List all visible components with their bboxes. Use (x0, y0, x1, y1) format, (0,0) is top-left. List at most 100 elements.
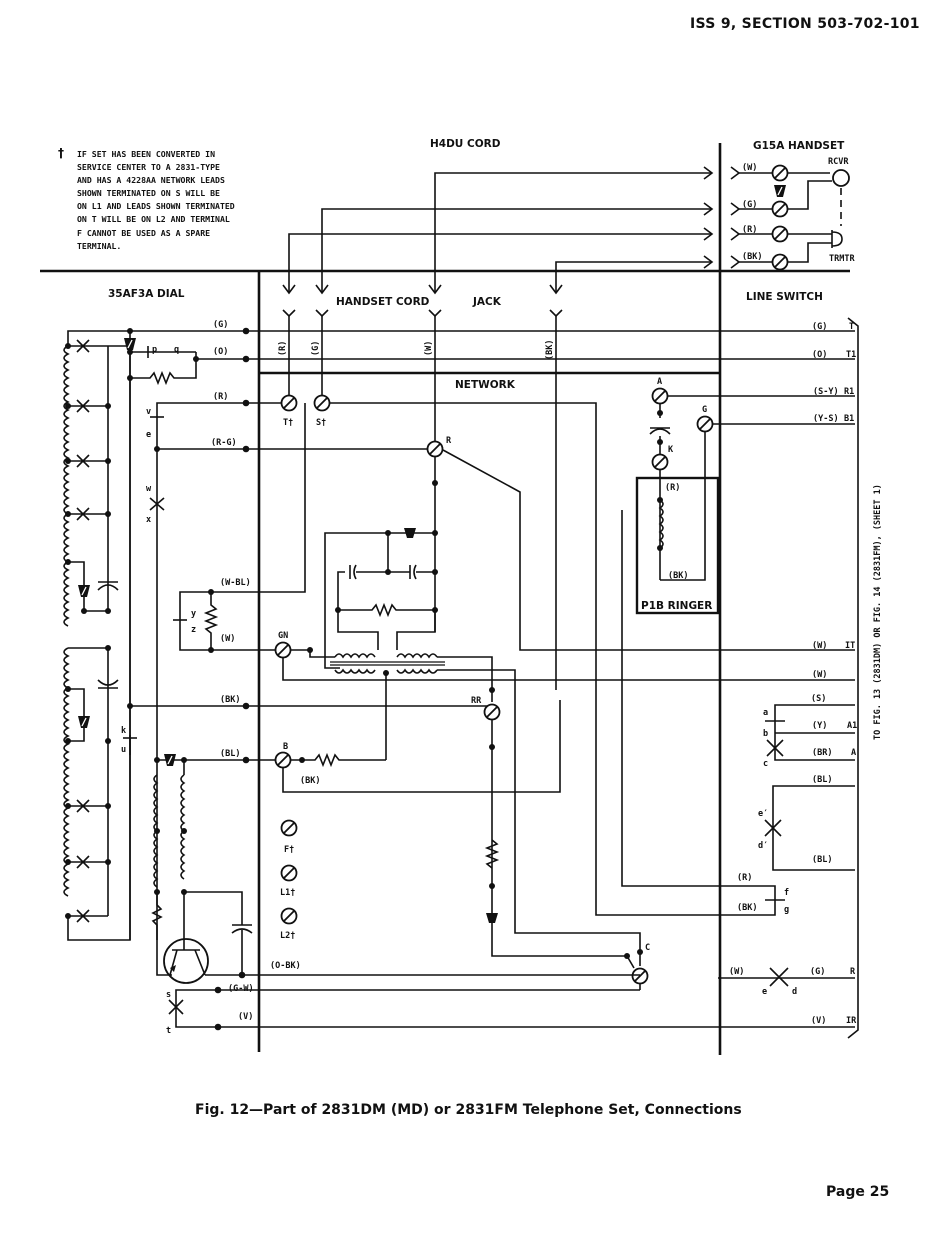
terminal-a: A (657, 377, 662, 387)
ls-color: (BL) (812, 775, 832, 785)
section-header: ISS 9, SECTION 503-702-101 (690, 16, 920, 32)
contact-u: u (121, 745, 126, 755)
terminal-gn-icon (274, 641, 292, 659)
wire-s (330, 402, 597, 475)
terminal-c: C (645, 943, 650, 953)
contact-d: d (792, 987, 797, 997)
terminal-l2-icon (280, 907, 298, 925)
cord-arrows (282, 166, 714, 318)
contact-e-prime: e′ (758, 809, 768, 819)
dial-lead-r: (R) (213, 392, 228, 402)
contact-k: k (121, 726, 126, 736)
contact-x: x (146, 515, 151, 525)
handset-lead-bk: (BK) (742, 252, 762, 262)
b-terminal-wiring (157, 700, 561, 793)
rcvr-label: RCVR (828, 157, 849, 167)
contact-y: y (191, 609, 196, 619)
contact-s: s (166, 990, 171, 1000)
contact-f: f (784, 888, 789, 898)
line-switch-labels: (G) T (O) T1 (S-Y) R1 (Y-S) B1 (W) IT (W… (810, 322, 857, 1026)
terminal-rr: RR (471, 696, 482, 706)
terminal-r-icon (426, 440, 444, 458)
right-bracket (847, 317, 859, 1039)
terminal-f: F† (284, 845, 294, 855)
yz-block (173, 403, 306, 653)
contact-g: g (784, 905, 789, 915)
b-lead-bk: (BK) (300, 776, 320, 786)
terminal-l2: L2† (280, 931, 295, 941)
fg-lead-bk: (BK) (737, 903, 757, 913)
dial-lead-bk: (BK) (220, 695, 240, 705)
ls-term: T (849, 322, 854, 332)
page-number: Page 25 (826, 1184, 890, 1200)
dagger-footnote: IF SET HAS BEEN CONVERTED IN SERVICE CEN… (77, 148, 235, 253)
ls-color: (W) (812, 670, 827, 680)
rail-w-it (442, 449, 855, 651)
fg-lead-r: (R) (737, 873, 752, 883)
dial-lead-rg: (R-G) (211, 438, 237, 448)
ls-term: IT (845, 641, 855, 651)
ls-color: (S-Y) (813, 387, 839, 397)
dial-lead-g: (G) (213, 320, 228, 330)
dial-lead-w: (W) (220, 634, 235, 644)
ls-color: (W) (812, 641, 827, 651)
terminal-rr-icon (483, 703, 501, 721)
handset-lead-w: (W) (742, 163, 757, 173)
note-line: TERMINAL. (77, 240, 122, 251)
dial-lead-wbl: (W-BL) (220, 578, 251, 588)
transistor-icon (163, 938, 209, 984)
ls-color: (Y-S) (813, 414, 839, 424)
jack-heading: JACK (472, 296, 502, 308)
terminal-l1-icon (280, 864, 298, 882)
ringer-box (635, 476, 720, 615)
line-switch-heading: LINE SWITCH (746, 291, 823, 303)
ringer-lead-r: (R) (665, 483, 680, 493)
terminal-k: K (668, 445, 674, 455)
cord-wire-g (321, 208, 712, 293)
terminal-t-icon (280, 394, 298, 412)
cord-lead-bk: (BK) (545, 340, 555, 360)
ls-color: (O) (812, 350, 827, 360)
cord-lead-r: (R) (278, 341, 288, 356)
ringer-section (635, 387, 720, 615)
ls-term: B1 (844, 414, 854, 424)
note-line: ON T WILL BE ON L2 AND TERMINAL (77, 214, 230, 225)
note-line: AND HAS A 4228AA NETWORK LEADS (77, 175, 225, 186)
handset-lead-r: (R) (742, 225, 757, 235)
contact-z: z (191, 625, 196, 635)
receiver-icon (832, 169, 850, 187)
terminal-gn: GN (278, 631, 288, 641)
cord-wire-r (288, 233, 712, 293)
ls-color: (G) (810, 967, 825, 977)
ls-term: R1 (844, 387, 854, 397)
dial-lead-obk: (O-BK) (270, 961, 301, 971)
g15a-handset-heading: G15A HANDSET (753, 140, 845, 152)
ls-color: (BR) (812, 748, 832, 758)
handset-cord-heading: HANDSET CORD (336, 296, 430, 308)
contact-e: e (762, 987, 767, 997)
figure-caption: Fig. 12—Part of 2831DM (MD) or 2831FM Te… (195, 1102, 742, 1118)
note-line: SERVICE CENTER TO A 2831-TYPE (77, 162, 220, 173)
terminal-l1: L1† (280, 888, 295, 898)
terminal-g: G (702, 405, 707, 415)
contact-t: t (166, 1026, 171, 1036)
terminal-t: T† (283, 418, 293, 428)
note-line: F CANNOT BE USED AS A SPARE (77, 227, 211, 238)
ls-term: A (851, 748, 856, 758)
c-lead-w: (W) (729, 967, 744, 977)
ls-term: T1 (846, 350, 856, 360)
terminal-f-icon (280, 819, 298, 837)
dial-lead-o: (O) (213, 347, 228, 357)
dial-heading: 35AF3A DIAL (108, 288, 185, 300)
ringer-label: P1B RINGER (641, 600, 712, 612)
contact-p: p (152, 345, 157, 355)
terminal-b: B (283, 742, 288, 752)
ls-color: (G) (812, 322, 827, 332)
cord-wire-bk (555, 261, 712, 293)
side-note: TO FIG. 13 (2831DM) OR FIG. 14 (2831FM),… (873, 484, 883, 740)
trmtr-label: TRMTR (829, 254, 855, 264)
cord-lead-w: (W) (424, 341, 434, 356)
dial-lead-v: (V) (238, 1012, 253, 1022)
ls-term: A1 (847, 721, 857, 731)
